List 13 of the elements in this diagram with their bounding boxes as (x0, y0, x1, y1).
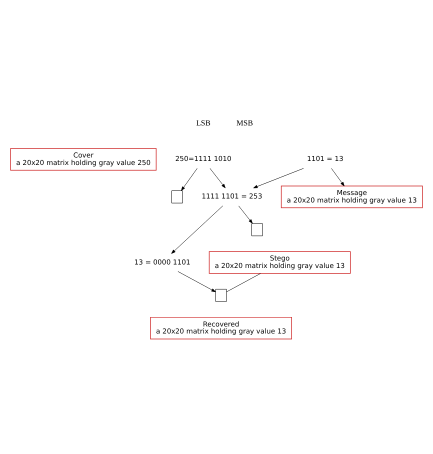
node-box (171, 190, 183, 204)
arrow (210, 168, 226, 188)
arrow (178, 271, 216, 292)
node-box (251, 223, 263, 236)
arrow (331, 168, 345, 186)
label: LSB (196, 118, 211, 128)
label: MSB (236, 118, 254, 128)
arrow (253, 168, 304, 188)
node-box (215, 288, 227, 302)
arrow (238, 206, 253, 224)
connector (226, 273, 261, 292)
arrow (181, 168, 198, 191)
arrow (171, 206, 224, 254)
